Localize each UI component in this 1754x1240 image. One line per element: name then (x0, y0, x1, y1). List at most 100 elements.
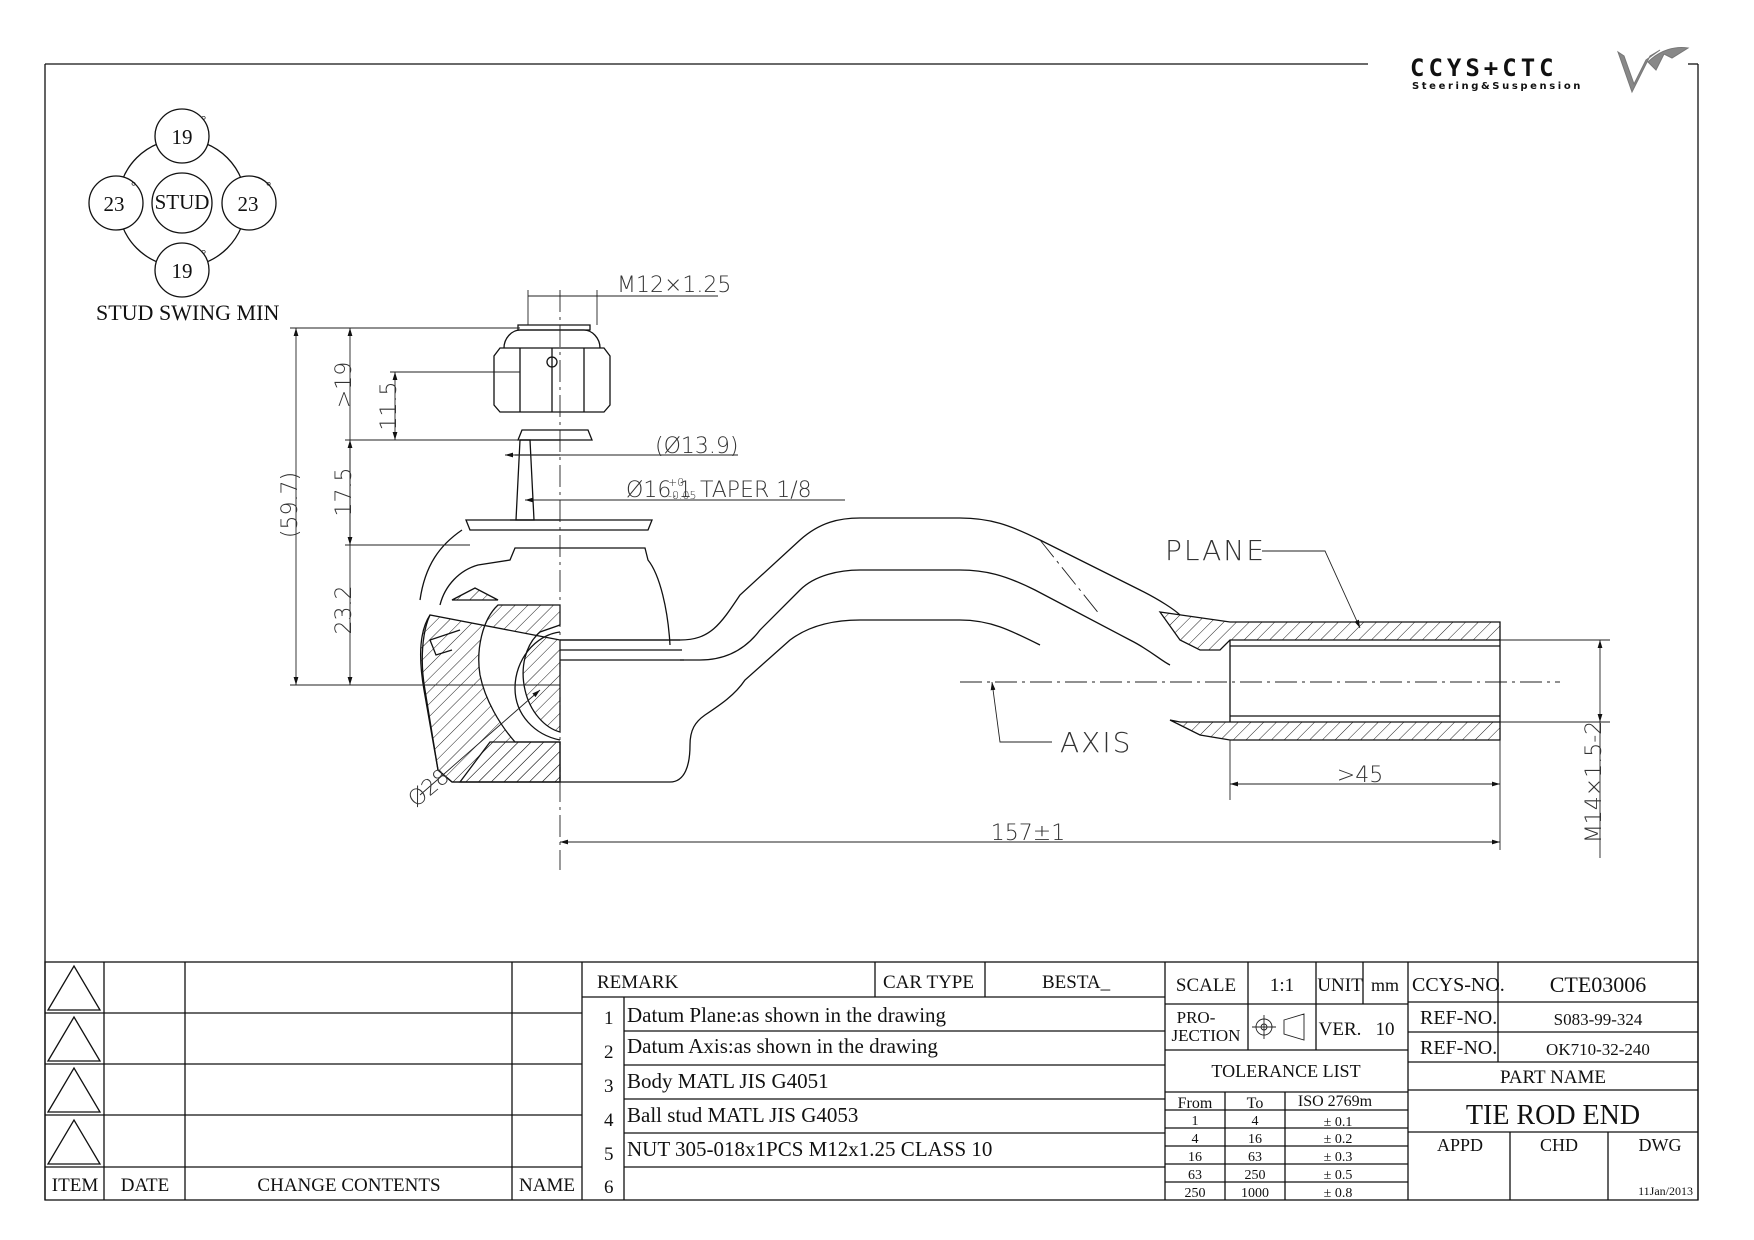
ref-no-label: REF-NO. (1420, 1007, 1497, 1029)
dim-thread: M12×1.25 (617, 273, 731, 298)
dim-taper: Ø16.1 (626, 478, 692, 503)
degree-symbol: ° (201, 246, 206, 261)
dim-taper-tol-dn: -0.05 (668, 489, 696, 502)
dim-d139: (Ø13.9) (655, 434, 738, 459)
dim-taper-tol-up: +0 (668, 476, 684, 489)
car-type-value: BESTA_ (1042, 972, 1111, 993)
dim-len45: >45 (1337, 763, 1383, 788)
logo-brand: CCYS+CTC (1410, 54, 1558, 82)
revision-table: ITEM DATE CHANGE CONTENTS NAME (45, 962, 583, 1200)
swing-center-label: STUD (155, 190, 210, 214)
remark-number: 6 (604, 1177, 614, 1198)
logo-swoosh-icon (1617, 47, 1690, 94)
dim-h19: >19 (332, 362, 357, 408)
revision-triangle-icon (46, 1015, 102, 1062)
tol-to: 63 (1248, 1150, 1262, 1165)
chd-label: CHD (1540, 1135, 1578, 1155)
tol-from: 4 (1192, 1132, 1199, 1147)
tol-from: 16 (1188, 1150, 1202, 1165)
swing-top-value: 19 (172, 125, 193, 149)
dim-taper-suffix: TAPER 1/8 (700, 478, 812, 503)
stud-swing-diagram: 19 ° 19 ° 23 ° 23 ° STUD STUD SWING MIN (88, 108, 279, 325)
label-axis: AXIS (1060, 726, 1132, 759)
tie-rod-end-drawing (419, 290, 1560, 870)
dim-h115: 11.5 (377, 382, 402, 431)
swing-left-value: 23 (104, 192, 125, 216)
appd-label: APPD (1437, 1135, 1483, 1155)
ref-no-label: REF-NO. (1420, 1037, 1497, 1059)
revision-triangle-icon (46, 1066, 102, 1113)
tol-header-from: From (1178, 1095, 1213, 1112)
dim-h232: 23.2 (332, 586, 357, 635)
projection-label: JECTION (1172, 1026, 1241, 1045)
tol-value: ± 0.1 (1324, 1115, 1353, 1130)
car-type-label: CAR TYPE (883, 972, 974, 993)
remarks-table: REMARK CAR TYPE BESTA_ 1 Datum Plane:as … (582, 962, 1166, 1200)
tol-to: 250 (1245, 1168, 1266, 1183)
remark-text: NUT 305-018x1PCS M12x1.25 CLASS 10 (627, 1137, 992, 1161)
rev-header-date: DATE (121, 1175, 170, 1196)
remark-text: Datum Axis:as shown in the drawing (627, 1034, 938, 1058)
degree-symbol: ° (131, 178, 136, 193)
ver-value: 10 (1376, 1019, 1395, 1040)
socket-section (420, 587, 561, 783)
tol-value: ± 0.2 (1324, 1132, 1353, 1147)
rev-header-item: ITEM (52, 1175, 99, 1196)
dim-h175: 17.5 (332, 468, 357, 517)
label-plane: PLANE (1165, 534, 1266, 567)
ccys-no-label: CCYS-NO. (1412, 974, 1505, 996)
tol-to: 1000 (1241, 1186, 1269, 1201)
revision-triangle-icon (46, 964, 102, 1011)
spec-table: SCALE 1:1 UNIT mm PRO- JECTION VER. 10 T… (1165, 962, 1409, 1201)
rev-header-contents: CHANGE CONTENTS (257, 1175, 440, 1196)
tol-header-to: To (1247, 1095, 1264, 1112)
scale-label: SCALE (1176, 975, 1236, 996)
tol-value: ± 0.3 (1324, 1150, 1353, 1165)
remark-number: 3 (604, 1076, 614, 1097)
dwg-label: DWG (1639, 1135, 1682, 1155)
tol-header-std: ISO 2769m (1298, 1093, 1373, 1110)
scale-value: 1:1 (1270, 975, 1294, 996)
remark-number: 2 (604, 1042, 614, 1063)
tol-from: 63 (1188, 1168, 1202, 1183)
logo-tagline: Steering&Suspension (1412, 81, 1583, 92)
revision-triangle-icon (46, 1118, 102, 1165)
unit-label: UNIT (1317, 975, 1363, 996)
company-logo: CCYS+CTC Steering&Suspension (1410, 47, 1690, 94)
projection-label: PRO- (1177, 1008, 1216, 1027)
swing-bottom-value: 19 (172, 259, 193, 283)
remark-number: 4 (604, 1110, 614, 1131)
swing-right-value: 23 (238, 192, 259, 216)
tol-to: 16 (1248, 1132, 1262, 1147)
part-name-value: TIE ROD END (1466, 1100, 1640, 1131)
ccys-no-value: CTE03006 (1550, 972, 1647, 997)
remark-header: REMARK (597, 972, 679, 993)
tol-value: ± 0.8 (1324, 1186, 1353, 1201)
ref-no-value: S083-99-324 (1554, 1010, 1643, 1029)
ver-label: VER. (1319, 1019, 1362, 1040)
swing-caption: STUD SWING MIN (96, 300, 279, 325)
drawing-date: 11Jan/2013 (1638, 1184, 1693, 1198)
degree-symbol: ° (201, 112, 206, 127)
tol-from: 250 (1185, 1186, 1206, 1201)
remark-text: Ball stud MATL JIS G4053 (627, 1103, 858, 1127)
tolerance-title: TOLERANCE LIST (1211, 1061, 1360, 1081)
part-name-label: PART NAME (1500, 1067, 1606, 1088)
dim-m14: M14×1.5-2 (1582, 721, 1607, 843)
remark-number: 5 (604, 1144, 614, 1165)
degree-symbol: ° (266, 178, 271, 193)
title-block: ITEM DATE CHANGE CONTENTS NAME REMARK CA… (44, 961, 1699, 1201)
ref-no-value: OK710-32-240 (1546, 1040, 1650, 1059)
dimension-annotations: M12×1.25 (Ø13.9) Ø16.1 +0 -0.05 TAPER 1/… (278, 273, 1610, 858)
tol-value: ± 0.5 (1324, 1168, 1353, 1183)
third-angle-projection-icon (1252, 1013, 1305, 1041)
part-info-table: CCYS-NO. CTE03006 REF-NO. S083-99-324 RE… (1408, 962, 1698, 1200)
unit-value: mm (1371, 975, 1399, 995)
dim-len157: 157±1 (991, 821, 1065, 846)
tol-from: 1 (1192, 1114, 1199, 1129)
rev-header-name: NAME (519, 1175, 575, 1196)
tol-to: 4 (1252, 1114, 1259, 1129)
remark-number: 1 (604, 1008, 614, 1029)
remark-text: Body MATL JIS G4051 (627, 1069, 829, 1093)
